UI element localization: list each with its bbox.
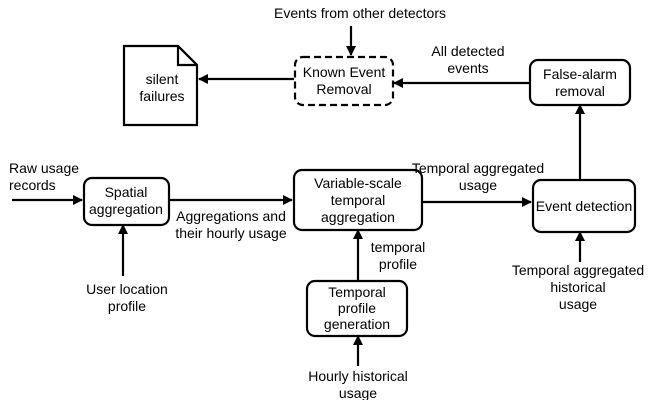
variable-scale-temporal-aggregation-label-line-1: Variable-scale (314, 175, 402, 191)
silent-failures-label-line-2: failures (139, 88, 184, 104)
all-detected-events-label-line-1: All detected (431, 43, 504, 59)
all-detected-events-label-line-2: events (447, 60, 488, 76)
temporal-aggregated-historical-usage-label-line-1: Temporal aggregated (512, 262, 644, 278)
temporal-profile-generation-label-line-2: profile (338, 300, 376, 316)
known-event-removal-label-line-2: Removal (316, 81, 371, 97)
temporal-profile-edge-label-line-1: temporal (371, 239, 425, 255)
user-location-profile-label-line-2: profile (108, 298, 146, 314)
temporal-profile-generation-label-line-1: Temporal (328, 284, 386, 300)
events-from-other-detectors-label-line-1: Events from other detectors (274, 5, 446, 21)
temporal-profile-edge-label-line-2: profile (379, 256, 417, 272)
temporal-profile-generation-label-line-3: generation (324, 316, 390, 332)
spatial-aggregation-label-line-1: Spatial (105, 184, 148, 200)
events-from-other-detectors-label: Events from other detectors (274, 5, 446, 21)
known-event-removal-label-line-1: Known Event (303, 64, 386, 80)
temporal-aggregated-historical-usage-label-line-3: usage (559, 296, 597, 312)
raw-usage-records-label-line-2: records (9, 177, 56, 193)
hourly-historical-usage-label-line-1: Hourly historical (308, 368, 408, 384)
variable-scale-temporal-aggregation-label-line-3: aggregation (321, 209, 395, 225)
temporal-aggregated-historical-usage-label-line-2: historical (550, 279, 605, 295)
spatial-aggregation-label-line-2: aggregation (89, 201, 163, 217)
variable-scale-temporal-aggregation-label-line-2: temporal (331, 192, 385, 208)
silent-failures-label-line-1: silent (146, 71, 179, 87)
false-alarm-removal-label-line-1: False-alarm (543, 66, 617, 82)
hourly-historical-usage-label-line-2: usage (339, 385, 377, 400)
event-detection-label-line-1: Event detection (536, 198, 633, 214)
aggregations-hourly-usage-label-line-2: their hourly usage (175, 225, 287, 241)
event-detection-label: Event detection (536, 198, 633, 214)
raw-usage-records-label-line-1: Raw usage (9, 160, 79, 176)
temporal-aggregated-usage-label-line-2: usage (459, 177, 497, 193)
aggregations-hourly-usage-label-line-1: Aggregations and (176, 208, 286, 224)
user-location-profile-label-line-1: User location (86, 281, 168, 297)
false-alarm-removal-label-line-2: removal (555, 83, 605, 99)
event-detection-node: Event detection (531, 178, 637, 234)
temporal-aggregated-usage-label-line-1: Temporal aggregated (412, 160, 544, 176)
